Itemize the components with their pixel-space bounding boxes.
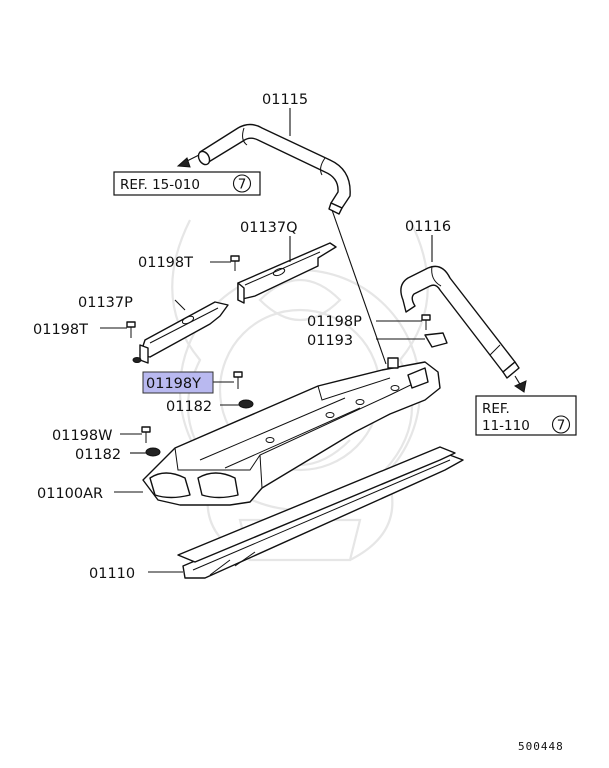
hose-01115[interactable] xyxy=(196,123,351,215)
bolt-01198t-lower[interactable] xyxy=(126,321,136,338)
ref-box-11-110[interactable]: REF. 11-110 7 xyxy=(475,395,577,436)
ref-11-110-text-line2: 11-110 xyxy=(482,418,530,434)
label-01100ar[interactable]: 01100AR xyxy=(37,486,103,502)
nozzle-01193[interactable] xyxy=(424,332,448,348)
ref-11-110-number: 7 xyxy=(557,418,566,434)
arrow-ref-11-110 xyxy=(513,375,527,393)
label-01198y[interactable]: 01198Y xyxy=(146,376,201,392)
label-01137p[interactable]: 01137P xyxy=(78,295,133,311)
valve-cover-01100ar[interactable] xyxy=(142,357,441,506)
document-id: 500448 xyxy=(518,740,564,753)
label-01182-lower[interactable]: 01182 xyxy=(75,447,121,463)
bolt-01198y[interactable] xyxy=(233,371,243,389)
bracket-01137p[interactable] xyxy=(132,301,229,364)
ref-box-15-010[interactable]: REF. 15-010 7 xyxy=(113,171,261,196)
bracket-01137q[interactable] xyxy=(237,242,337,304)
ref-15-010-text: REF. 15-010 xyxy=(120,177,200,193)
bolt-01198w[interactable] xyxy=(141,426,151,443)
label-01182-upper[interactable]: 01182 xyxy=(166,399,212,415)
ref-11-110-text-line1: REF. xyxy=(482,401,510,417)
bolt-01198t-upper[interactable] xyxy=(230,255,240,271)
label-01137q[interactable]: 01137Q xyxy=(240,220,298,236)
label-01193[interactable]: 01193 xyxy=(307,333,353,349)
label-01198w[interactable]: 01198W xyxy=(52,428,112,444)
highlight-01198y xyxy=(142,371,214,394)
bolt-01198p[interactable] xyxy=(421,314,431,330)
gasket-01110[interactable] xyxy=(177,446,464,579)
hose-01116[interactable] xyxy=(400,265,520,379)
label-01198p[interactable]: 01198P xyxy=(307,314,362,330)
label-01116[interactable]: 01116 xyxy=(405,219,451,235)
washer-01182-lower[interactable] xyxy=(145,447,161,457)
label-01198t-upper[interactable]: 01198T xyxy=(138,255,193,271)
label-01198t-lower[interactable]: 01198T xyxy=(33,322,88,338)
ref-15-010-number: 7 xyxy=(238,177,247,193)
washer-01182-upper[interactable] xyxy=(238,399,254,409)
label-01115[interactable]: 01115 xyxy=(262,92,308,108)
leader-lines xyxy=(100,108,433,573)
label-01110[interactable]: 01110 xyxy=(89,566,135,582)
arrow-ref-15-010 xyxy=(176,154,200,168)
